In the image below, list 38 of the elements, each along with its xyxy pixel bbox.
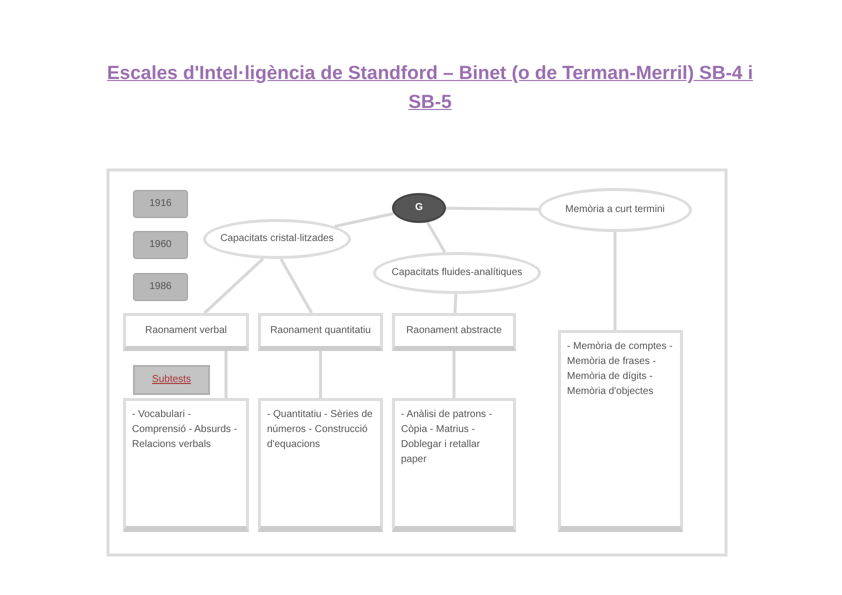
connector-line: [280, 258, 313, 314]
node-text: 1916: [149, 198, 172, 210]
reasoning-box: [123, 313, 249, 351]
node-text: Raonament quantitatiu: [270, 324, 371, 338]
node-text: Raonament abstracte: [406, 324, 502, 338]
subtests-box: [133, 365, 210, 395]
node-text: - Vocabulari - Comprensió - Absurds - Relacions verbals: [132, 408, 238, 452]
node-text: 1960: [149, 238, 172, 252]
node-text: Raonament verbal: [145, 324, 227, 338]
reasoning-box: [258, 313, 383, 351]
year-box: [133, 190, 188, 218]
subtest-list-box: [558, 330, 683, 532]
year-box: [133, 231, 188, 259]
title: Escales d'Intel·ligència de Standford – Binet (o de Terman-Merril) SB-4 i SB-5: [106, 62, 754, 114]
node-text: G: [415, 202, 423, 214]
node-text: - Anàlisi de patrons - Còpia - Matrius - Doblegar i retallar paper: [401, 408, 494, 467]
year-box: [133, 273, 188, 301]
node-text: Subtests: [152, 374, 191, 386]
node-text: Capacitats cristal·litzades: [220, 232, 334, 246]
node-text: - Quantitatiu - Sèries de números - Construcció d'equacions: [267, 408, 374, 452]
connector-line: [334, 212, 394, 228]
node-text: - Memòria de comptes - Memòria de frases - Memòria de dígits - Memòria d'objectes: [567, 340, 674, 399]
connector-line: [204, 258, 264, 314]
reasoning-box: [392, 313, 516, 351]
connector-line: [452, 351, 456, 398]
subtest-list-box: [123, 398, 249, 532]
node-text: Memòria a curt termini: [565, 204, 665, 216]
connector-line: [224, 351, 228, 398]
connector-line: [446, 206, 538, 211]
connector-line: [614, 232, 616, 330]
connector-line: [319, 351, 322, 398]
node-text: Capacitats fluides-analítiques: [392, 266, 522, 280]
g-factor-ellipse: [392, 193, 446, 223]
connector-line: [426, 222, 446, 253]
node-text: 1986: [149, 280, 172, 294]
subtest-list-box: [258, 398, 383, 532]
connector-line: [453, 294, 458, 314]
subtest-list-box: [392, 398, 516, 532]
